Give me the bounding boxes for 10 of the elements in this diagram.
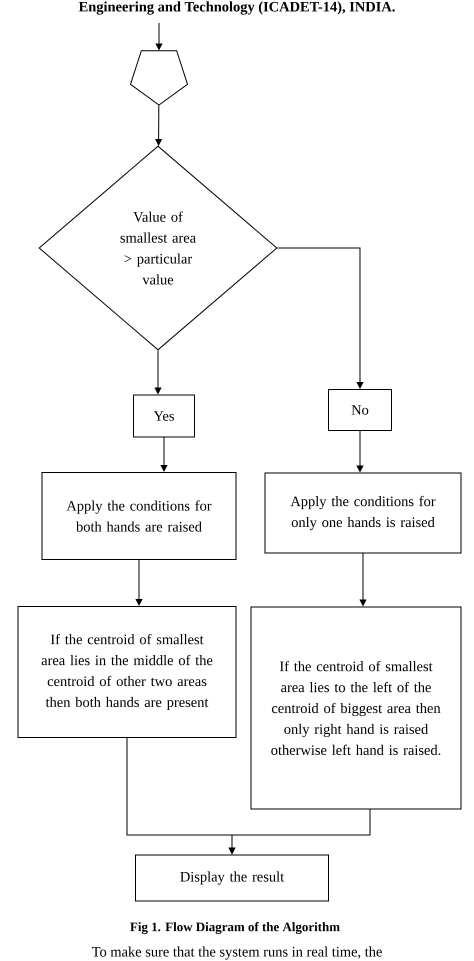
page-text: Engineering and Technology (ICADET-14), INDIA. [78,1,395,15]
caption: Fig 1. Flow Diagram of the Algorithm [130,922,340,934]
process-box: If the centroid of smallest area lies to the left of the centroid of biggest area then only right hand is raised otherwise left hand is raised. [250,606,462,810]
process-box: Apply the conditions for both hands are raised [42,472,236,560]
page-text: To make sure that the system runs in real time, the [92,946,382,960]
answer-box: No [328,389,392,431]
process-box: Apply the conditions for only one hands is raised [264,472,462,554]
process-box: Display the result [135,854,329,902]
process-box: If the centroid of smallest area lies in the middle of the centroid of other two areas then both hands are present [18,606,236,738]
answer-box: Yes [133,394,195,438]
